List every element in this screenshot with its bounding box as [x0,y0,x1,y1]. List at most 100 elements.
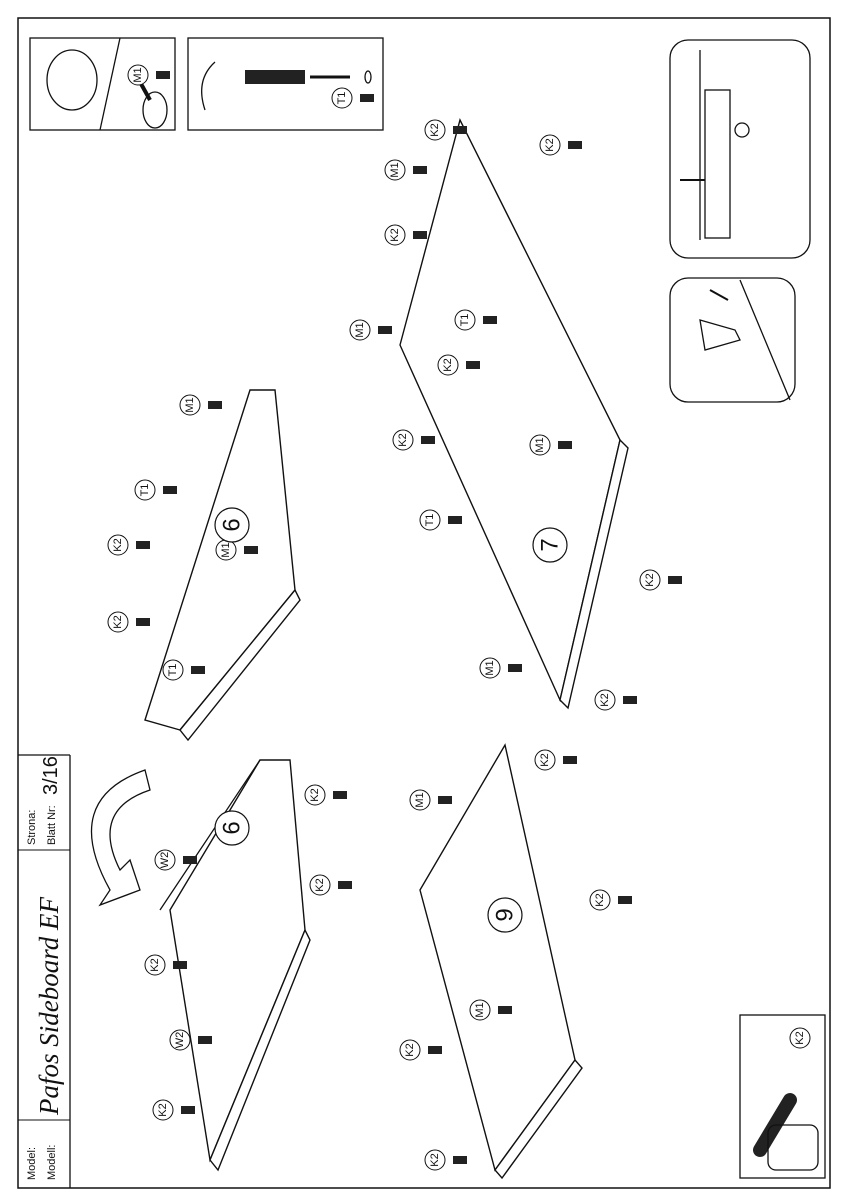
part-label-text: K2 [404,1043,416,1056]
hardware-part [453,126,467,134]
panel-6-bottom [159,759,311,1172]
part-label: T1 [331,87,353,109]
part-label-text: T1 [167,664,179,677]
panel-9 [419,743,583,1180]
hardware-part [558,441,572,449]
part-label-text: K2 [429,123,441,136]
part-label: K2 [539,134,561,156]
part-label: M1 [349,319,371,341]
hardware-part [378,326,392,334]
title-block: Model: Modell: Pafos Sideboard EF Strona… [18,754,71,1188]
part-label: K2 [144,954,166,976]
part-label-text: M1 [484,660,496,675]
hardware-part [568,141,582,149]
hardware-part [208,401,222,409]
hardware-part [183,856,197,864]
hardware-part [483,316,497,324]
part-label: K2 [789,1027,811,1049]
part-label: T1 [134,479,156,501]
part-label-text: K2 [599,693,611,706]
part-label-text: K2 [397,433,409,446]
part-label: K2 [399,1039,421,1061]
hardware-part [338,881,352,889]
hardware-part [360,94,374,102]
part-label: W2 [169,1029,191,1051]
part-label-text: K2 [544,138,556,151]
part-label: K2 [424,119,446,141]
part-label-text: M1 [414,792,426,807]
dowel-detail-box [739,1014,826,1179]
modell-label: Modell: [46,1145,58,1180]
hardware-part [428,1046,442,1054]
part-label: K2 [309,874,331,896]
part-label-text: T1 [336,92,348,105]
part-label: M1 [409,789,431,811]
model-label: Model: [26,1147,38,1180]
part-label-text: K2 [389,228,401,241]
part-label-text: K2 [442,358,454,371]
cam-lock-detail [29,37,176,131]
part-label: K2 [594,689,616,711]
flip-arrow-icon [90,769,151,907]
hardware-part [448,516,462,524]
part-label: T1 [454,309,476,331]
hardware-part [413,166,427,174]
hardware-part [498,1006,512,1014]
panel-number-text: 7 [537,538,564,551]
hardware-part [413,231,427,239]
part-label: M1 [384,159,406,181]
hardware-part [623,696,637,704]
part-label-text: K2 [157,1103,169,1116]
part-label: T1 [162,659,184,681]
panel-6-top [144,389,301,742]
part-label-text: K2 [429,1153,441,1166]
hardware-part [198,1036,212,1044]
part-label-text: K2 [149,958,161,971]
screw-insert-detail [187,37,384,131]
part-label: K2 [392,429,414,451]
connector-detail-box [669,277,796,403]
part-label-text: K2 [112,615,124,628]
part-label-text: M1 [389,162,401,177]
part-label: K2 [437,354,459,376]
part-label-text: T1 [139,484,151,497]
part-label: K2 [589,889,611,911]
hardware-part [438,796,452,804]
page-border [17,17,831,1189]
panel-number-text: 6 [219,518,246,531]
part-label-text: M1 [184,397,196,412]
hardware-part [618,896,632,904]
model-name: Pafos Sideboard EF [34,897,64,1116]
part-label-text: K2 [539,753,551,766]
hardware-part [244,546,258,554]
part-label: K2 [534,749,556,771]
part-label: K2 [384,224,406,246]
panel-number: 6 [214,810,250,846]
part-label-text: M1 [474,1002,486,1017]
strona-label: Strona: [26,810,38,845]
hardware-part [668,576,682,584]
hardware-part [136,618,150,626]
panel-number-text: 6 [219,821,246,834]
panel-7 [399,118,629,710]
part-label: M1 [127,64,149,86]
panel-number-text: 9 [492,908,519,921]
part-label: M1 [179,394,201,416]
panel-number: 7 [532,527,568,563]
part-label-text: M1 [132,67,144,82]
part-label: T1 [419,509,441,531]
part-label: K2 [304,784,326,806]
part-label-text: T1 [424,514,436,527]
panel-numbers: 6 6 9 7 [214,507,568,933]
part-label: K2 [107,534,129,556]
part-label-text: T1 [459,314,471,327]
part-label-text: W2 [159,852,171,869]
part-label-text: K2 [644,573,656,586]
panel-number: 9 [487,897,523,933]
blatt-label: Blatt Nr: [46,805,58,845]
part-label: M1 [469,999,491,1021]
part-label: W2 [154,849,176,871]
part-label-text: M1 [220,542,232,557]
part-label-text: M1 [534,437,546,452]
